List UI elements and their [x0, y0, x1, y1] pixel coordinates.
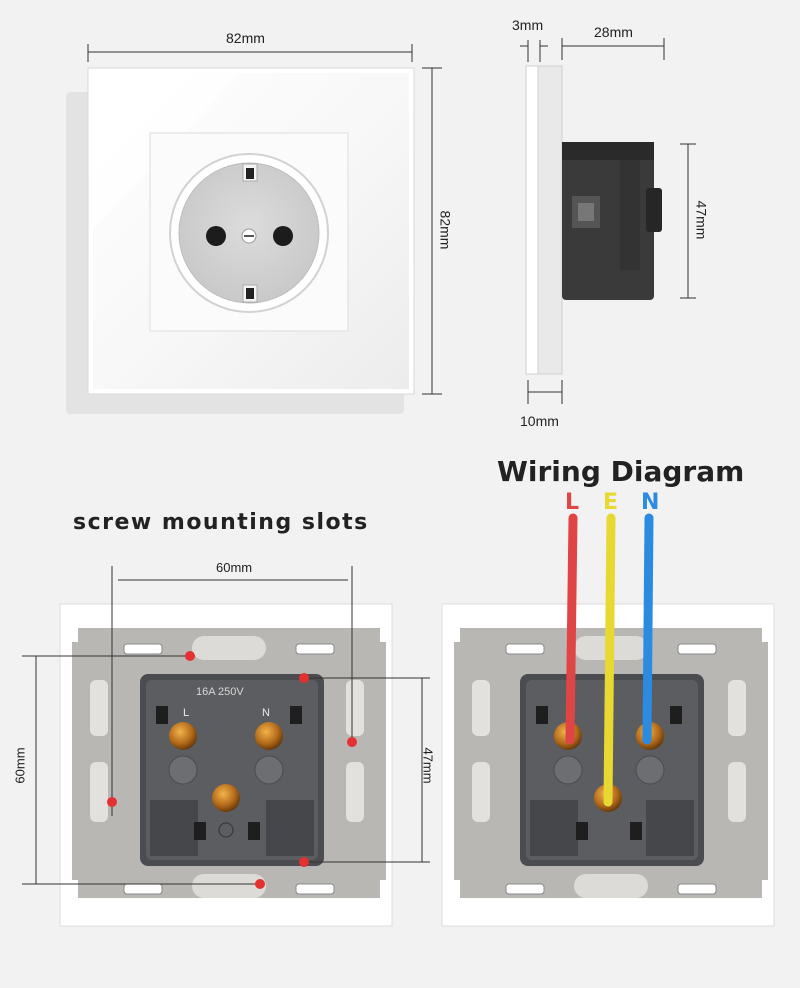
- mounting-view-left: [59, 603, 393, 927]
- live-wire: [565, 513, 578, 745]
- earth-wire: [603, 513, 616, 807]
- module-height-label: 47mm: [693, 200, 710, 240]
- pin-left-marking: L: [183, 707, 190, 719]
- mounting-module-label: 47mm: [420, 747, 436, 784]
- front-view-dimension-lines: [87, 44, 442, 395]
- mounting-horizontal-label: 60mm: [216, 560, 253, 575]
- screw-slot-markers: [107, 651, 357, 889]
- wire-letter-neutral: N: [641, 490, 660, 515]
- front-view-socket: [66, 67, 415, 414]
- neutral-wire: [642, 513, 654, 745]
- pin-right-marking: N: [262, 707, 270, 719]
- mounting-title: screw mounting slots: [73, 510, 369, 535]
- wire-letter-live: L: [565, 490, 580, 515]
- frame-depth-label: 10mm: [520, 413, 559, 429]
- wires: [565, 513, 654, 807]
- wire-letter-earth: E: [603, 490, 619, 515]
- mounting-vertical-label: 60mm: [12, 747, 28, 784]
- side-view-socket: [525, 65, 662, 375]
- module-depth-label: 28mm: [594, 24, 633, 40]
- front-width-label: 82mm: [226, 30, 265, 46]
- module-marking: 16A 250V: [196, 686, 244, 698]
- front-height-label: 82mm: [437, 210, 454, 250]
- mounting-dimension-lines: [22, 566, 430, 885]
- glass-thickness-label: 3mm: [512, 17, 544, 33]
- side-view-dimension-lines: [520, 38, 696, 404]
- wiring-title: Wiring Diagram: [497, 455, 745, 488]
